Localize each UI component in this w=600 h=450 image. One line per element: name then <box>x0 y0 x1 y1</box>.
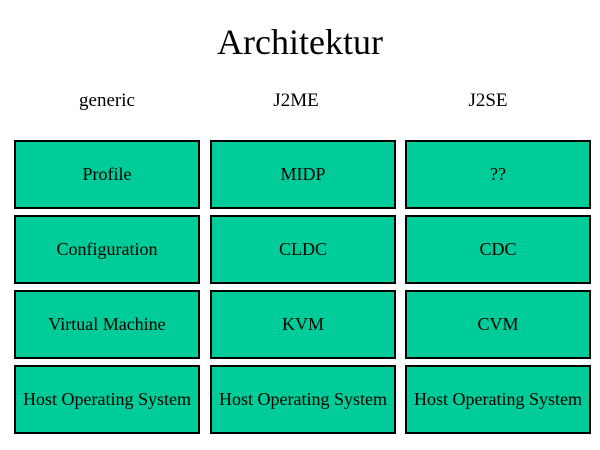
box-midp: MIDP <box>210 140 396 209</box>
column-header-generic: generic <box>79 90 135 111</box>
slide-title: Architektur <box>217 22 383 62</box>
box-cvm: CVM <box>405 290 591 359</box>
box-cldc: CLDC <box>210 215 396 284</box>
box-host-os-j2se: Host Operating System <box>405 365 591 434</box>
box-unknown-profile: ?? <box>405 140 591 209</box>
box-cdc: CDC <box>405 215 591 284</box>
box-kvm: KVM <box>210 290 396 359</box>
column-header-j2me: J2ME <box>273 90 319 111</box>
box-virtual-machine: Virtual Machine <box>14 290 200 359</box>
column-header-j2se: J2SE <box>468 90 508 111</box>
box-host-os-generic: Host Operating System <box>14 365 200 434</box>
box-host-os-j2me: Host Operating System <box>210 365 396 434</box>
box-configuration: Configuration <box>14 215 200 284</box>
box-profile: Profile <box>14 140 200 209</box>
